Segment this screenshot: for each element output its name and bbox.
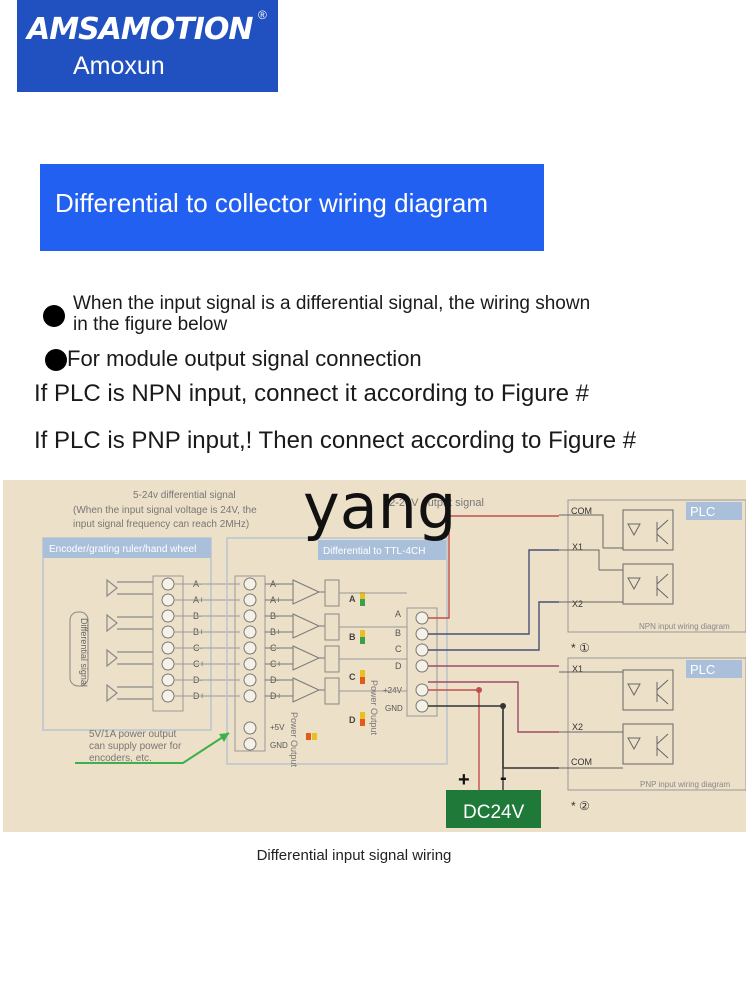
module-power-output-label: Power Output	[369, 680, 379, 736]
power-note-line-3: encoders, etc.	[89, 753, 152, 764]
wire-junction	[500, 703, 506, 709]
module-pin-label: GND	[270, 741, 288, 750]
signal-note-line-2: (When the input signal voltage is 24V, t…	[73, 505, 257, 516]
output-note: 12-24V output signal	[383, 497, 484, 509]
pnp-figure-label: * ②	[571, 799, 590, 813]
comparators	[265, 579, 325, 703]
channel-led-label: A	[349, 594, 356, 604]
pnp-caption: PNP input wiring diagram	[640, 780, 730, 789]
bullet-1-line-1: When the input signal is a differential …	[73, 293, 591, 314]
output-pin-label: A	[395, 609, 401, 619]
pnp-pin-label: COM	[571, 757, 592, 767]
output-pin-label: GND	[385, 704, 403, 713]
signal-note-line-1: 5-24v differential signal	[133, 490, 236, 501]
power-note-arrowhead	[219, 733, 229, 742]
module-internal-wires	[339, 592, 407, 692]
power-led	[306, 733, 311, 740]
npn-optocouplers	[559, 509, 674, 605]
figure-caption: Differential input signal wiring	[256, 847, 452, 864]
plc-npn-header	[686, 502, 742, 520]
npn-pin-label: X2	[572, 599, 583, 609]
encoder-to-module-wires	[174, 583, 240, 697]
plc-pnp-header	[686, 660, 742, 678]
power-note-arrow	[75, 732, 230, 764]
output-pin-label: C	[395, 644, 402, 654]
module-pin-label: +5V	[270, 723, 285, 732]
differential-signal-label: Differential signal	[79, 618, 89, 687]
converter-module	[226, 537, 448, 765]
converter-header	[318, 540, 446, 560]
output-pin-label: D	[395, 661, 402, 671]
npn-pin-label: COM	[571, 506, 592, 516]
encoder-terminal-block	[152, 575, 184, 712]
output-signal-wires	[428, 515, 559, 790]
dc24v-supply	[446, 790, 541, 828]
channel-leds	[360, 592, 365, 726]
signal-note-line-3: input signal frequency can reach 2MHz)	[73, 519, 249, 530]
pnp-pin-label: X2	[572, 722, 583, 732]
banner-title: Differential to collector wiring diagram	[55, 188, 489, 218]
npn-caption: NPN input wiring diagram	[639, 622, 730, 631]
encoder-title: Encoder/grating ruler/hand wheel	[49, 544, 196, 555]
dc24v-plus: +	[458, 769, 470, 791]
wire-junction	[476, 687, 482, 693]
bullet-1-line-2: in the figure below	[73, 314, 228, 335]
bullet-dot	[45, 349, 67, 371]
logo-subtitle: Amoxun	[73, 52, 165, 80]
differential-signal-box	[69, 611, 89, 687]
registered-mark: ®	[258, 8, 267, 22]
plc-npn-line: If PLC is NPN input, connect it accordin…	[34, 380, 589, 407]
npn-figure-label: * ①	[571, 641, 590, 655]
channel-led-label: D	[349, 715, 356, 725]
module-output-screws	[415, 611, 429, 713]
channel-led-label: B	[349, 632, 356, 642]
dc24v-label: DC24V	[463, 802, 525, 823]
dc24v-minus: -	[500, 767, 507, 789]
opto-boxes	[324, 579, 340, 705]
section-banner: Differential to collector wiring diagram	[40, 164, 544, 251]
pnp-optocouplers	[559, 669, 674, 769]
brand-logo: AMSAMOTION ® Amoxun	[17, 0, 278, 92]
npn-pin-label: X1	[572, 542, 583, 552]
bullet-dot	[43, 305, 65, 327]
plc-pnp-label: PLC	[690, 662, 715, 677]
module-output-terminals	[406, 607, 438, 717]
converter-title: Differential to TTL-4CH	[323, 546, 425, 557]
channel-led-label: C	[349, 672, 356, 682]
output-pin-label: B	[395, 628, 401, 638]
power-led	[312, 733, 317, 740]
encoder-header	[43, 538, 211, 558]
power-output-label: Power Output	[289, 712, 299, 768]
bullet-2-line-1: For module output signal connection	[67, 346, 422, 371]
power-note-line-1: 5V/1A power output	[89, 729, 177, 740]
encoder-block	[42, 537, 212, 731]
power-note-line-2: can supply power for	[89, 741, 182, 752]
encoder-screws	[161, 577, 175, 703]
logo-brand-text: AMSAMOTION	[27, 12, 253, 47]
plc-npn-label: PLC	[690, 504, 715, 519]
pnp-pin-label: X1	[572, 664, 583, 674]
plc-pnp-line: If PLC is PNP input,! Then connect accor…	[34, 427, 637, 454]
encoder-triangles	[106, 578, 153, 703]
wiring-diagram: 5-24v differential signal (When the inpu…	[3, 480, 747, 832]
watermark-text: yang	[303, 470, 457, 543]
module-input-screws	[243, 577, 257, 751]
